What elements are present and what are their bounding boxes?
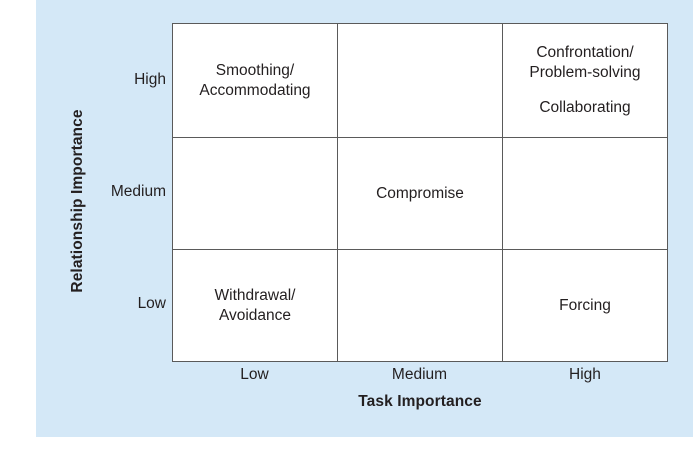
- x-axis-tick-high: High: [569, 366, 601, 383]
- x-axis-tick-low: Low: [240, 366, 269, 383]
- y-axis-tick-medium: Medium: [110, 183, 166, 200]
- matrix-cell-label: Confrontation/: [536, 44, 634, 62]
- matrix-cell-label: Smoothing/: [215, 62, 295, 80]
- matrix-cell-label: Forcing: [559, 296, 611, 314]
- matrix-grid: Smoothing/ Accommodating Confrontation/ …: [172, 23, 668, 362]
- matrix-cell-high-medium: [338, 24, 503, 138]
- matrix-cell-medium-high: [503, 138, 667, 250]
- y-axis-tick-labels: High Medium Low: [62, 23, 166, 362]
- matrix-cell-high-high: Confrontation/ Problem-solving Collabora…: [503, 24, 667, 138]
- matrix-cell-low-medium: [338, 250, 503, 361]
- matrix-cell-medium-low: [173, 138, 338, 250]
- matrix-cell-label: Collaborating: [539, 99, 631, 117]
- matrix-cell-label: Problem-solving: [529, 63, 641, 81]
- matrix-cell-label: Avoidance: [218, 306, 292, 324]
- matrix-cell-label: Compromise: [376, 184, 464, 202]
- matrix-cell-high-low: Smoothing/ Accommodating: [173, 24, 338, 138]
- matrix-cell-medium-medium: Compromise: [338, 138, 503, 250]
- x-axis-title: Task Importance: [358, 393, 482, 410]
- x-axis-tick-medium: Medium: [391, 366, 448, 383]
- matrix-cell-low-high: Forcing: [503, 250, 667, 361]
- x-axis-tick-labels: Low Medium High: [172, 366, 668, 390]
- matrix-cell-label: Withdrawal/: [214, 287, 296, 305]
- matrix-cell-label: Accommodating: [199, 81, 311, 99]
- y-axis-tick-low: Low: [137, 295, 166, 312]
- matrix-cell-low-low: Withdrawal/ Avoidance: [173, 250, 338, 361]
- y-axis-tick-high: High: [134, 71, 166, 88]
